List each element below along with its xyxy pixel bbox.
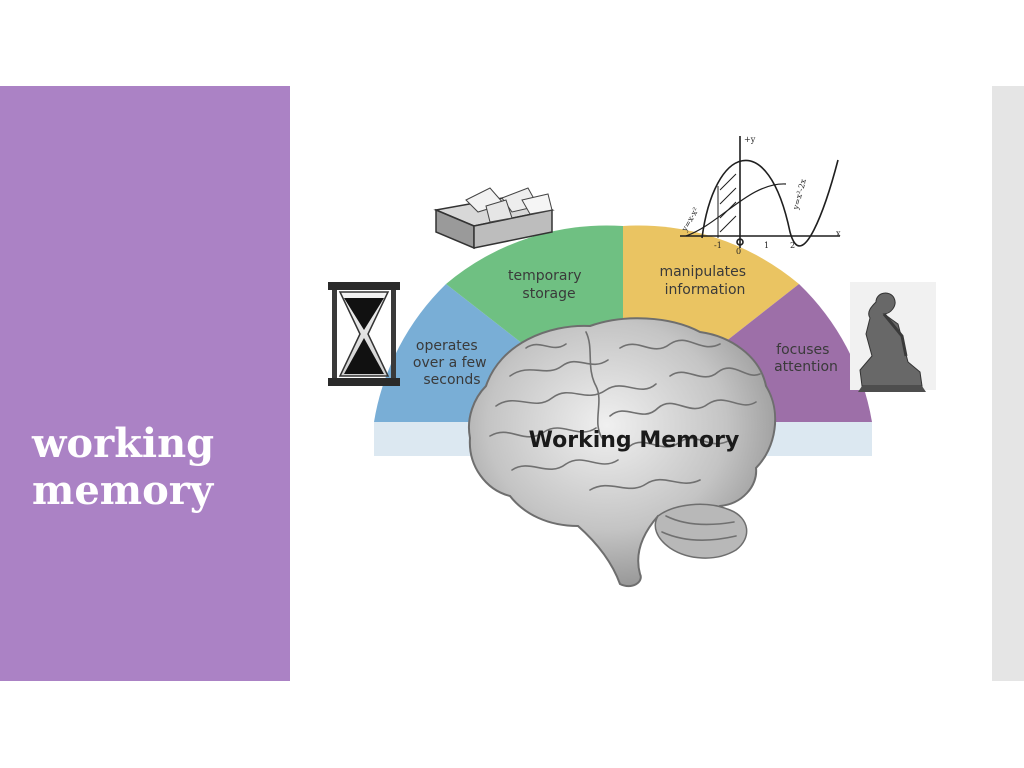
svg-text:2: 2 bbox=[790, 241, 795, 250]
diagram-svg: operates over a few seconds temporary st… bbox=[328, 135, 936, 588]
title-panel: working memory bbox=[0, 86, 290, 681]
segment-storage-text: temporary storage bbox=[508, 268, 586, 302]
file-box-icon bbox=[433, 187, 555, 250]
title-line-2: memory bbox=[32, 467, 214, 514]
working-memory-diagram: operates over a few seconds temporary st… bbox=[290, 86, 992, 681]
segment-attention-text: focuses attention bbox=[774, 342, 838, 375]
right-edge-strip bbox=[992, 86, 1024, 681]
svg-text:-1: -1 bbox=[714, 241, 722, 250]
brain-icon bbox=[468, 317, 777, 588]
working-memory-label: Working Memory bbox=[529, 428, 740, 453]
svg-text:x: x bbox=[836, 229, 841, 238]
svg-text:0: 0 bbox=[736, 247, 741, 256]
segment-seconds-text: operates over a few seconds bbox=[413, 338, 491, 388]
segment-manipulates-text: manipulates information bbox=[659, 264, 750, 298]
svg-text:y=x-x²: y=x-x² bbox=[679, 206, 700, 234]
svg-text:y=x²-2x: y=x²-2x bbox=[791, 178, 808, 212]
title-line-1: working bbox=[32, 420, 215, 467]
slide-title: working memory bbox=[32, 420, 272, 514]
hourglass-icon bbox=[328, 282, 400, 386]
svg-text:1: 1 bbox=[764, 241, 769, 250]
thinker-statue-icon bbox=[850, 282, 936, 392]
svg-text:+y: +y bbox=[744, 135, 756, 144]
graph-icon bbox=[680, 136, 840, 248]
